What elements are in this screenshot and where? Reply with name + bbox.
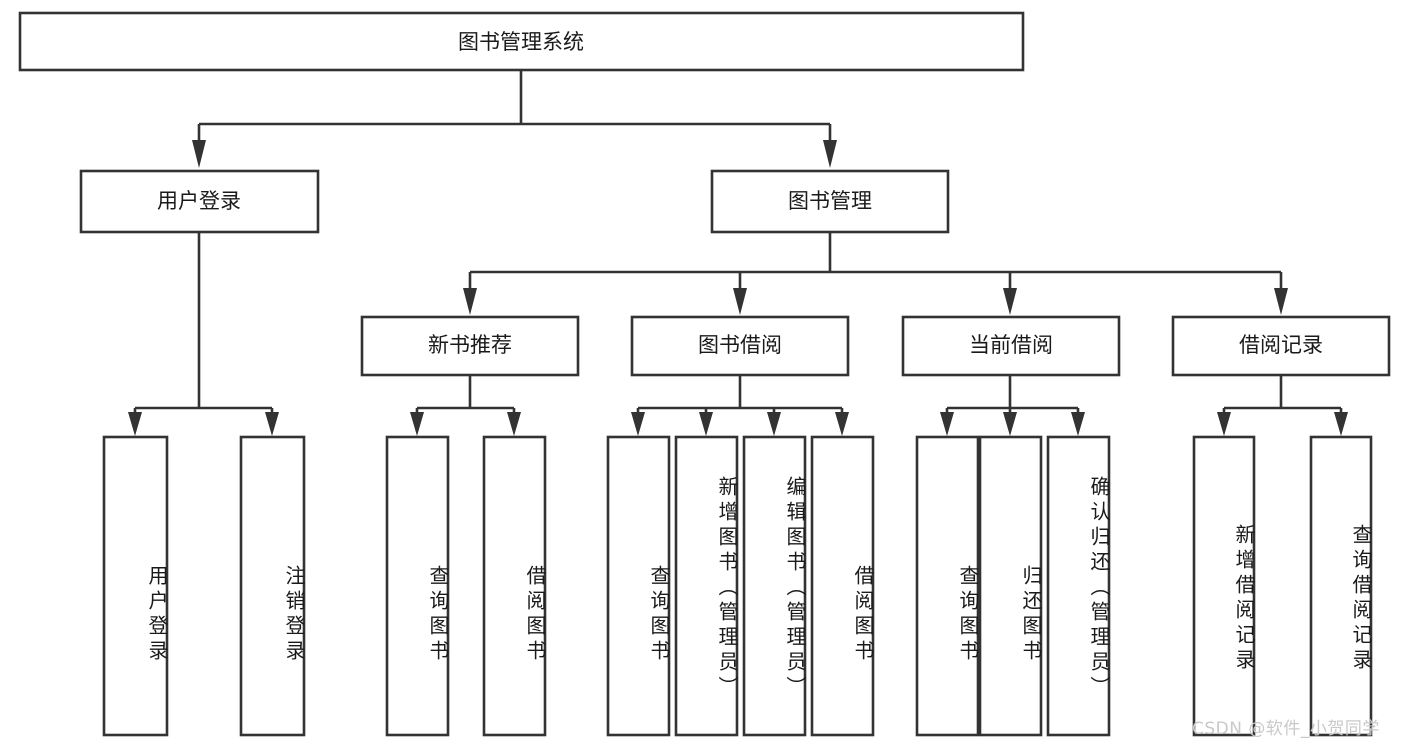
new-book-recommend-node-box[interactable] [360,315,580,377]
book-management-node-label: 图书管理 [788,189,872,213]
node-borrow-record[interactable]: 借阅记录 [1171,315,1391,377]
arrow-to-book-borrow [733,288,747,315]
connector-group-book-borrow-leaves [631,375,849,436]
leaf-box-user-login[interactable] [102,435,169,737]
arrow-to-new-book [463,288,477,315]
arrow-leaf-cb-return [1003,412,1017,436]
arrow-to-borrow-record [1274,288,1288,315]
connector-group-new-book-leaves [410,375,521,436]
leaf-box-logout[interactable] [239,435,306,737]
leaf-box-bb-add-book[interactable] [674,435,739,737]
arrow-to-current-borrow [1003,288,1017,315]
arrow-leaf-bb-borrow [835,412,849,436]
root-node-label: 图书管理系统 [458,30,584,54]
user-login-node-box[interactable] [79,169,320,234]
connector-group-root-to-level2 [192,70,837,168]
arrow-leaf-logout [265,412,279,436]
node-book-management[interactable]: 图书管理 [710,169,950,234]
node-current-borrow[interactable]: 当前借阅 [901,315,1121,377]
connector-group-book-manage-to-level3 [463,232,1288,315]
arrow-to-book-manage [823,140,837,168]
arrow-leaf-br-query [1334,412,1348,436]
leaf-box-br-query-record[interactable] [1309,435,1373,737]
leaf-box-cb-query-book[interactable] [915,435,980,737]
connector-group-borrow-record-leaves [1217,375,1348,436]
arrow-to-user-login [192,140,206,168]
leaf-box-cb-return-book[interactable] [978,435,1043,737]
arrow-leaf-bb-add [699,412,713,436]
borrow-record-node-label: 借阅记录 [1239,333,1323,357]
leaf-box-bb-edit-book[interactable] [742,435,807,737]
arrow-leaf-nb-borrow [507,412,521,436]
connector-group-current-borrow-leaves [940,375,1085,436]
arrow-leaf-bb-query [631,412,645,436]
arrow-leaf-user-login [128,412,142,436]
new-book-recommend-node-label: 新书推荐 [428,333,512,357]
book-borrow-node-label: 图书借阅 [698,333,782,357]
csdn-watermark: CSDN @软件_小贺同学 [1192,719,1380,739]
leaf-box-cb-confirm-return[interactable] [1046,435,1111,737]
leaf-box-br-add-record[interactable] [1192,435,1256,737]
leaf-box-nb-borrow-book[interactable] [482,435,547,737]
node-user-login[interactable]: 用户登录 [79,169,320,234]
arrow-leaf-cb-query [940,412,954,436]
leaf-box-bb-borrow-book[interactable] [810,435,875,737]
arrow-leaf-bb-edit [767,412,781,436]
node-root-book-management-system[interactable]: 图书管理系统 [18,11,1025,72]
node-book-borrow[interactable]: 图书借阅 [630,315,850,377]
current-borrow-node-box[interactable] [901,315,1121,377]
connector-group-user-login-leaves [128,232,279,436]
leaf-box-nb-query-book[interactable] [385,435,450,737]
book-management-node-box[interactable] [710,169,950,234]
leaf-box-bb-query-book[interactable] [606,435,671,737]
current-borrow-node-label: 当前借阅 [969,333,1053,357]
root-node-box[interactable] [18,11,1025,72]
node-new-book-recommend[interactable]: 新书推荐 [360,315,580,377]
borrow-record-node-box[interactable] [1171,315,1391,377]
user-login-node-label: 用户登录 [157,189,241,213]
arrow-leaf-nb-query [410,412,424,436]
book-borrow-node-box[interactable] [630,315,850,377]
arrow-leaf-br-add [1217,412,1231,436]
arrow-leaf-cb-confirm [1071,412,1085,436]
